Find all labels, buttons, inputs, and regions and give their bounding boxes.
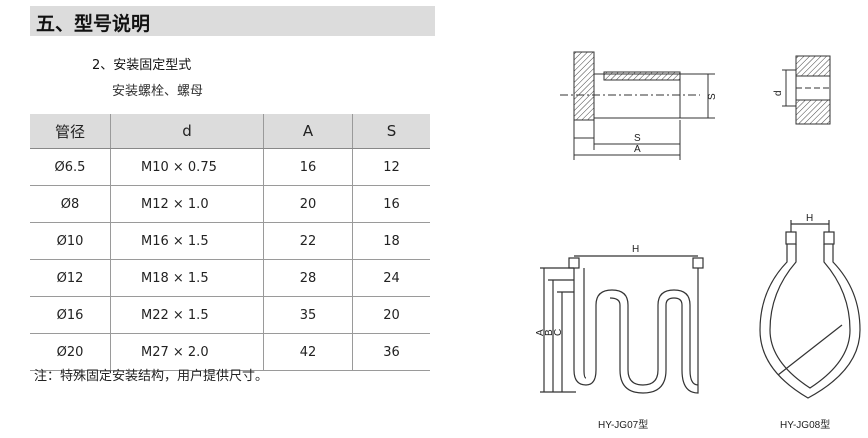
cell-s: 20: [352, 296, 430, 334]
subsection-title: 2、安装固定型式: [92, 58, 192, 73]
cell-thread: M10 × 0.75: [110, 148, 264, 186]
heater-jg08-drawing: [759, 220, 861, 399]
nut-label-d: d: [773, 90, 784, 96]
heater-jg07-drawing: [540, 255, 704, 394]
jg07-label-h: H: [632, 244, 639, 255]
cell-s: 36: [352, 333, 430, 371]
table-row: Ø6.5 M10 × 0.75 16 12: [30, 148, 430, 186]
table-row: Ø8 M12 × 1.0 20 16: [30, 185, 430, 223]
cell-diameter: Ø12: [30, 259, 111, 297]
cell-diameter: Ø8: [30, 185, 111, 223]
cell-s: 18: [352, 222, 430, 260]
jg07-caption: HY-JG07型: [598, 418, 648, 431]
cell-s: 12: [352, 148, 430, 186]
cell-thread: M18 × 1.5: [110, 259, 264, 297]
jg08-caption: HY-JG08型: [780, 418, 830, 431]
cell-thread: M12 × 1.0: [110, 185, 264, 223]
cell-a: 20: [263, 185, 353, 223]
bolt-label-s-vertical: S: [707, 93, 718, 100]
cell-thread: M27 × 2.0: [110, 333, 264, 371]
cell-thread: M16 × 1.5: [110, 222, 264, 260]
bolt-drawing: [560, 51, 715, 160]
header-d: d: [110, 114, 264, 149]
table-row: Ø16 M22 × 1.5 35 20: [30, 296, 430, 334]
cell-a: 16: [263, 148, 353, 186]
spec-table: 管径 d A S Ø6.5 M10 × 0.75 16 12 Ø8 M12 × …: [30, 114, 430, 371]
cell-diameter: Ø6.5: [30, 148, 111, 186]
section-heading-bar: 五、型号说明: [30, 6, 435, 36]
subsection-subtitle: 安装螺栓、螺母: [112, 84, 204, 99]
footnote: 注：特殊固定安装结构，用户提供尺寸。: [34, 369, 269, 384]
cell-s: 24: [352, 259, 430, 297]
jg07-label-c: C: [553, 329, 564, 336]
jg07-label-b: B: [544, 329, 555, 336]
cell-a: 35: [263, 296, 353, 334]
bolt-label-s: S: [634, 133, 641, 144]
bolt-label-a: A: [634, 144, 641, 155]
table-row: Ø12 M18 × 1.5 28 24: [30, 259, 430, 297]
jg08-label-h: H: [806, 213, 813, 224]
header-pipe-diameter: 管径: [30, 114, 111, 149]
nut-drawing: [782, 55, 831, 125]
cell-thread: M22 × 1.5: [110, 296, 264, 334]
header-a: A: [263, 114, 353, 149]
table-row: Ø10 M16 × 1.5 22 18: [30, 222, 430, 260]
cell-diameter: Ø20: [30, 333, 111, 371]
table-header-row: 管径 d A S: [30, 114, 430, 149]
cell-diameter: Ø10: [30, 222, 111, 260]
cell-diameter: Ø16: [30, 296, 111, 334]
cell-a: 28: [263, 259, 353, 297]
cell-a: 22: [263, 222, 353, 260]
table-row: Ø20 M27 × 2.0 42 36: [30, 333, 430, 371]
jg07-label-a: A: [535, 329, 546, 336]
header-s: S: [352, 114, 430, 149]
cell-s: 16: [352, 185, 430, 223]
cell-a: 42: [263, 333, 353, 371]
section-heading: 五、型号说明: [36, 13, 151, 35]
